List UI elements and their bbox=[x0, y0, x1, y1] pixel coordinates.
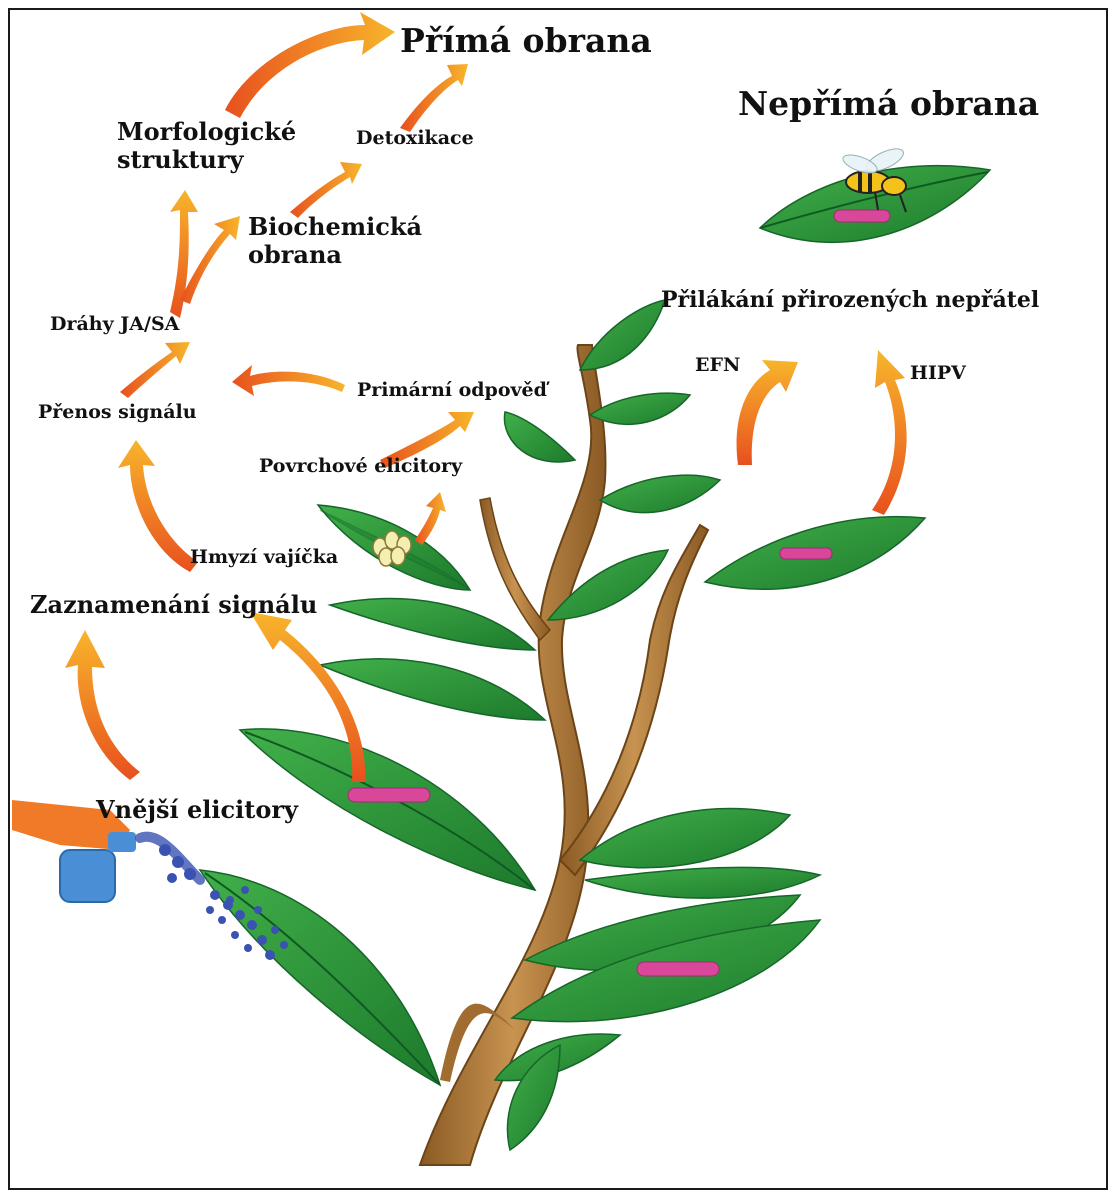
signal-perception-label: Zaznamenání signálu bbox=[30, 591, 317, 619]
biochemical-defense-label: Biochemická obrana bbox=[248, 213, 422, 268]
direct-defense-label: Přímá obrana bbox=[400, 22, 652, 60]
detoxification-label: Detoxikace bbox=[356, 128, 474, 150]
ja-sa-pathways-label: Dráhy JA/SA bbox=[50, 314, 179, 336]
surface-elicitors-label: Povrchové elicitory bbox=[259, 456, 462, 478]
efn-label: EFN bbox=[695, 355, 740, 377]
hipv-label: HIPV bbox=[910, 363, 966, 385]
plant-leaves bbox=[200, 166, 990, 1150]
primary-response-label: Primární odpověď bbox=[357, 380, 547, 402]
morphological-structures-label: Morfologické struktury bbox=[117, 118, 296, 173]
insect-eggs-label: Hmyzí vajíčka bbox=[190, 547, 338, 569]
signal-transduction-label: Přenos signálu bbox=[38, 402, 197, 424]
external-elicitors-label: Vnější elicitory bbox=[96, 796, 298, 824]
indirect-defense-label: Nepřímá obrana bbox=[738, 85, 1039, 123]
natural-enemies-attraction-label: Přilákání přirozených nepřátel bbox=[661, 288, 1039, 313]
